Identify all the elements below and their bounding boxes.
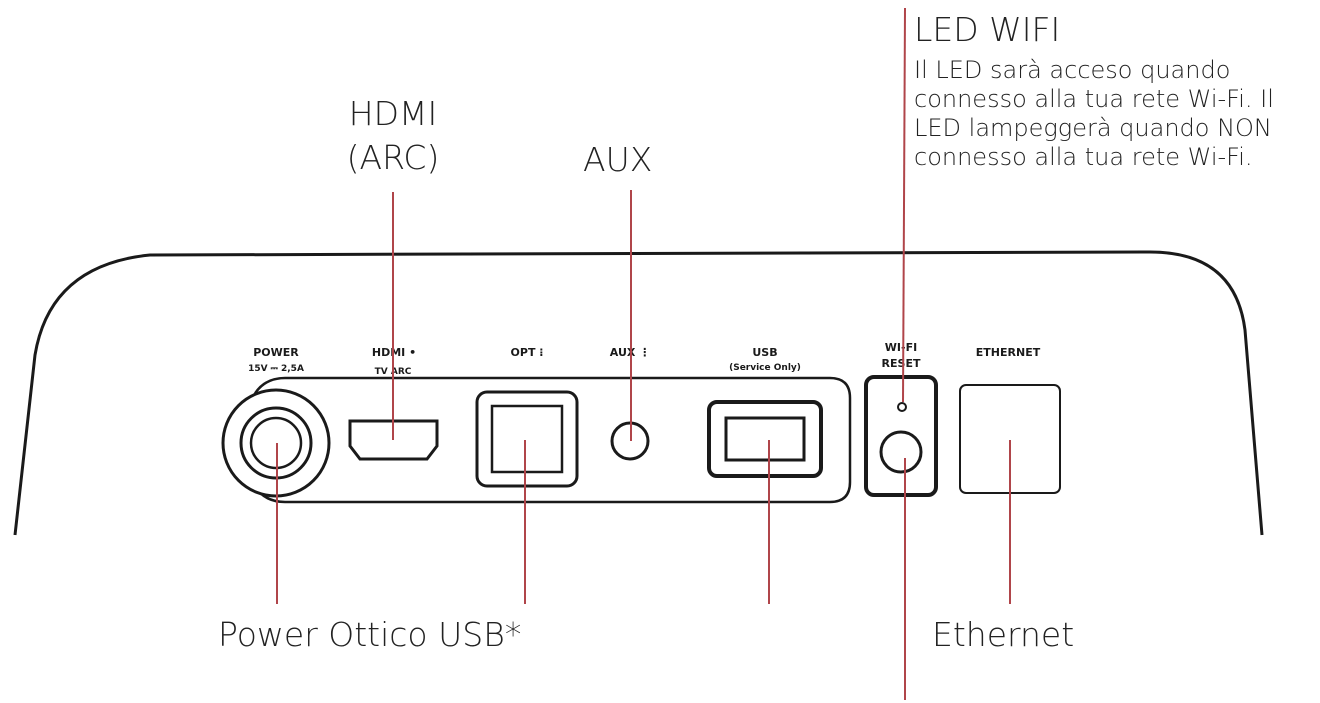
callout-power-optical-usb: Power Ottico USB* [218, 615, 522, 654]
callout-hdmi: HDMI (ARC) [313, 92, 473, 180]
callout-ethernet: Ethernet [932, 615, 1075, 654]
panel-label-usb-sub: (Service Only) [729, 363, 801, 373]
hdmi-port [348, 419, 439, 461]
panel-label-power-rating: 15V ⎓ 2,5A [248, 364, 304, 374]
panel-label-power: POWER [253, 346, 299, 359]
wifi-reset-button [879, 430, 923, 474]
panel-label-wifi-line1: WI-FI [885, 341, 917, 354]
usb-port-inner [724, 416, 806, 462]
panel-label-ethernet: ETHERNET [976, 346, 1041, 359]
leader-line-led-wifi [902, 7, 906, 403]
usb-port-outer [707, 400, 823, 478]
callout-led-wifi-description: Il LED sarà acceso quando connesso alla … [914, 56, 1274, 171]
callout-led-wifi-title: LED WIFI [914, 10, 1061, 49]
connector-bay-outline [243, 376, 852, 504]
panel-label-usb: USB [752, 346, 777, 359]
panel-label-wifi-line2: RESET [882, 357, 921, 370]
callout-hdmi-line1: HDMI [348, 94, 438, 133]
callout-aux: AUX [583, 140, 653, 179]
panel-label-opt: OPT ⁝ [511, 346, 544, 359]
wifi-reset-bay [864, 375, 938, 497]
optical-port-outer [475, 390, 579, 488]
device-body-outline [13, 250, 1264, 536]
callout-hdmi-line2: (ARC) [346, 138, 440, 177]
optical-port-inner [490, 404, 564, 474]
wifi-led-indicator [897, 402, 907, 412]
